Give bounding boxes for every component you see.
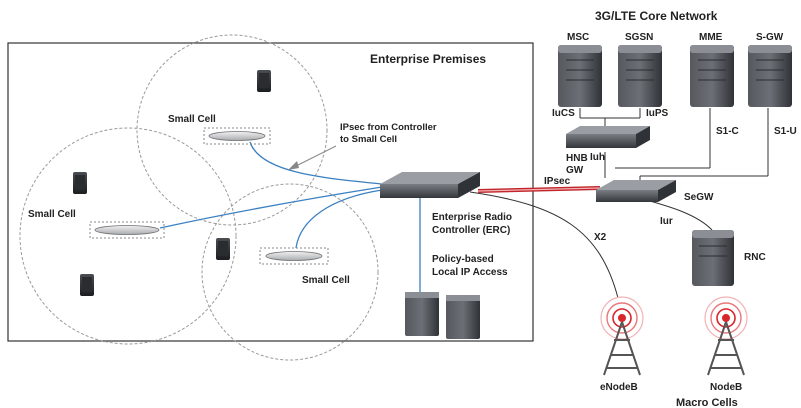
segw-device xyxy=(596,180,676,202)
lipa-servers xyxy=(405,292,480,339)
phone-icon xyxy=(216,238,230,260)
erc-label-line2: Controller (ERC) xyxy=(432,225,510,236)
nodeb-label: NodeB xyxy=(710,382,742,393)
phone-icon xyxy=(257,70,271,92)
link-erc-to-small-cell-left xyxy=(159,186,383,229)
sgw-server xyxy=(748,45,792,107)
lipa-label-line2: Local IP Access xyxy=(432,267,508,278)
iuh-label: Iuh xyxy=(590,152,605,163)
enterprise-premises-title: Enterprise Premises xyxy=(370,52,486,66)
sgw-label: S-GW xyxy=(756,32,784,43)
msc-label: MSC xyxy=(567,32,589,43)
nodeb-tower xyxy=(704,296,748,376)
ipsec-note-line2: to Small Cell xyxy=(340,134,397,145)
hnb-gw-label-line1: HNB xyxy=(566,153,588,164)
x2-label: X2 xyxy=(594,232,607,243)
macro-cells-title: Macro Cells xyxy=(676,397,738,408)
ipsec-note-line1: IPsec from Controller xyxy=(340,122,437,133)
ipsec-label: IPsec xyxy=(544,176,571,187)
erc-label-line1: Enterprise Radio xyxy=(432,212,512,223)
enodeb-label: eNodeB xyxy=(600,382,638,393)
ipsec-note-arrow xyxy=(291,145,337,169)
core-network-title: 3G/LTE Core Network xyxy=(595,9,718,23)
hnb-gw-device xyxy=(566,126,650,148)
iucs-label: IuCS xyxy=(552,108,575,119)
link-erc-to-small-cell-top xyxy=(249,141,383,185)
rnc-server xyxy=(692,230,734,286)
sgsn-server xyxy=(618,45,662,107)
mme-label: MME xyxy=(699,32,723,43)
blue-links xyxy=(159,141,421,292)
small-cell-left-label: Small Cell xyxy=(28,209,76,220)
enodeb-tower xyxy=(600,296,644,376)
segw-label: SeGW xyxy=(684,192,714,203)
hnb-gw-label-line2: GW xyxy=(566,165,584,176)
mme-server xyxy=(690,45,734,107)
small-cell-bottom xyxy=(259,247,329,265)
erc-device xyxy=(380,172,480,198)
ipsec-tunnel xyxy=(477,186,601,193)
coverage-circle-top xyxy=(136,34,328,226)
sgsn-label: SGSN xyxy=(625,32,653,43)
coverage-circle-left xyxy=(19,127,237,345)
small-cell-top xyxy=(203,127,271,145)
phone-icon xyxy=(80,274,94,296)
msc-server xyxy=(558,45,602,107)
small-cell-bottom-label: Small Cell xyxy=(302,275,350,286)
link-erc-to-small-cell-bottom xyxy=(295,189,383,249)
small-cell-left xyxy=(89,221,165,239)
phone-icon xyxy=(73,172,87,194)
lipa-label-line1: Policy-based xyxy=(432,254,494,265)
iur-label: Iur xyxy=(660,216,673,227)
small-cell-top-label: Small Cell xyxy=(168,114,216,125)
coverage-circle-bottom xyxy=(201,183,379,361)
link-erc-to-enodeb xyxy=(469,191,619,299)
s1c-label: S1-C xyxy=(716,126,739,137)
s1u-label: S1-U xyxy=(774,126,797,137)
iups-label: IuPS xyxy=(646,108,669,119)
rnc-label: RNC xyxy=(744,252,766,263)
